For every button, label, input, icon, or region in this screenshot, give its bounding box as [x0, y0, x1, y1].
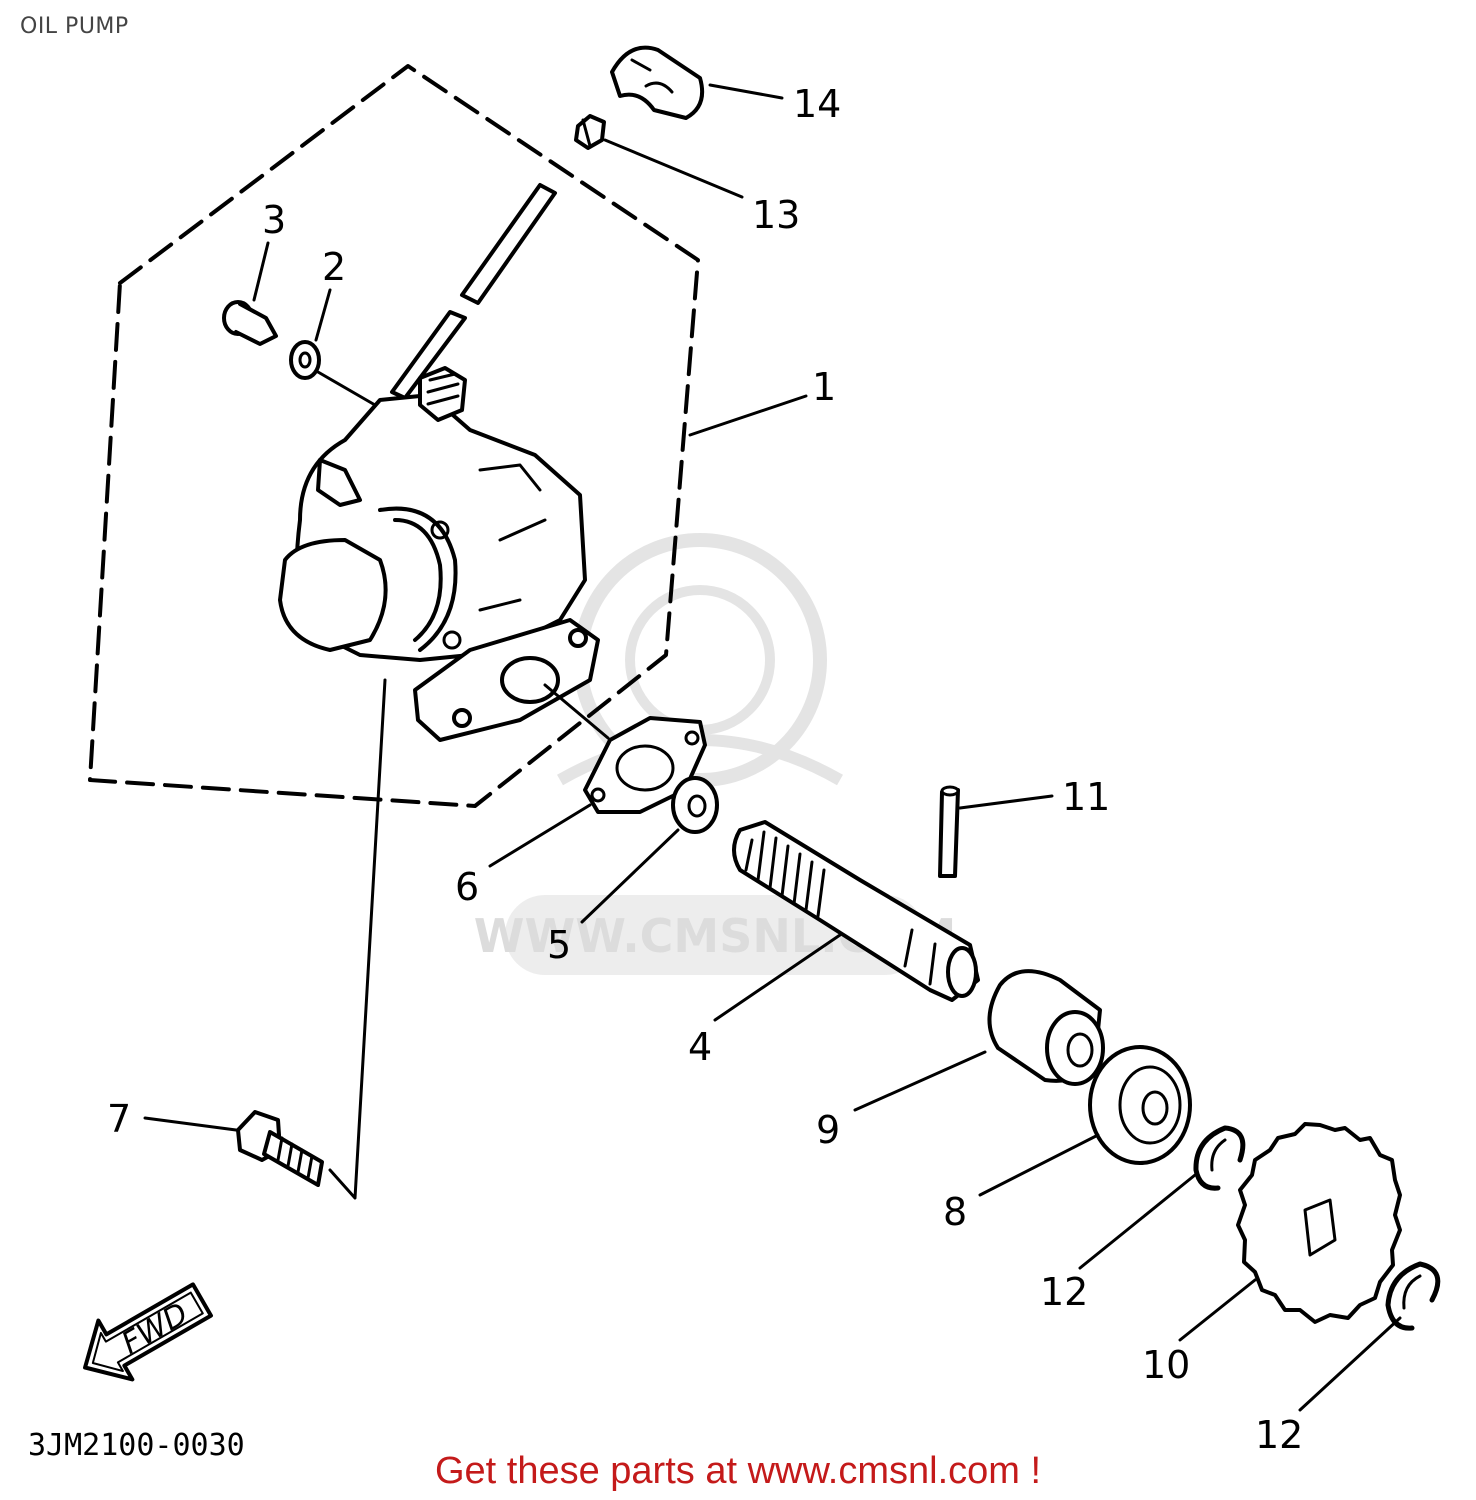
- cable-nut-part: [574, 114, 606, 150]
- circlip-upper-part: [1193, 1125, 1246, 1191]
- callout-14: 14: [793, 82, 841, 126]
- fwd-arrow: FWD: [83, 1282, 213, 1382]
- bolt-part: [236, 1110, 324, 1187]
- callout-3: 3: [262, 198, 286, 242]
- assembly-boundary: [88, 64, 700, 808]
- leader-lines: [143, 83, 1402, 1412]
- callout-4: 4: [688, 1025, 712, 1069]
- pin-part: [938, 785, 960, 878]
- callout-10: 10: [1142, 1343, 1190, 1387]
- drive-gear-part: [1236, 1122, 1402, 1324]
- callout-6: 6: [455, 865, 479, 909]
- gasket-part: [583, 716, 707, 814]
- part-code: 3JM2100-0030: [28, 1428, 245, 1463]
- oil-pump-body: [278, 366, 600, 742]
- bolt-guide-line: [328, 678, 387, 1200]
- collar-part: [987, 969, 1105, 1086]
- screw-part: [222, 300, 278, 346]
- washer-part: [289, 340, 321, 380]
- page-title: OIL PUMP: [20, 14, 129, 39]
- callout-13: 13: [752, 193, 800, 237]
- cable-rod: [390, 183, 557, 400]
- callout-5: 5: [547, 923, 571, 967]
- callout-7: 7: [107, 1097, 131, 1141]
- callout-12-upper: 12: [1040, 1270, 1088, 1314]
- callout-9: 9: [816, 1108, 840, 1152]
- callout-2: 2: [322, 245, 346, 289]
- callout-11: 11: [1062, 775, 1110, 819]
- callout-8: 8: [943, 1190, 967, 1234]
- drive-shaft-part: [732, 820, 980, 1002]
- bearing-part: [1088, 1045, 1192, 1165]
- circlip-lower-part: [1385, 1261, 1441, 1331]
- callout-1: 1: [812, 365, 836, 409]
- plain-washer-part: [671, 776, 719, 834]
- callout-12-lower: 12: [1255, 1413, 1303, 1457]
- clip-part: [610, 45, 705, 120]
- footer-link[interactable]: Get these parts at www.cmsnl.com !: [434, 1450, 1042, 1492]
